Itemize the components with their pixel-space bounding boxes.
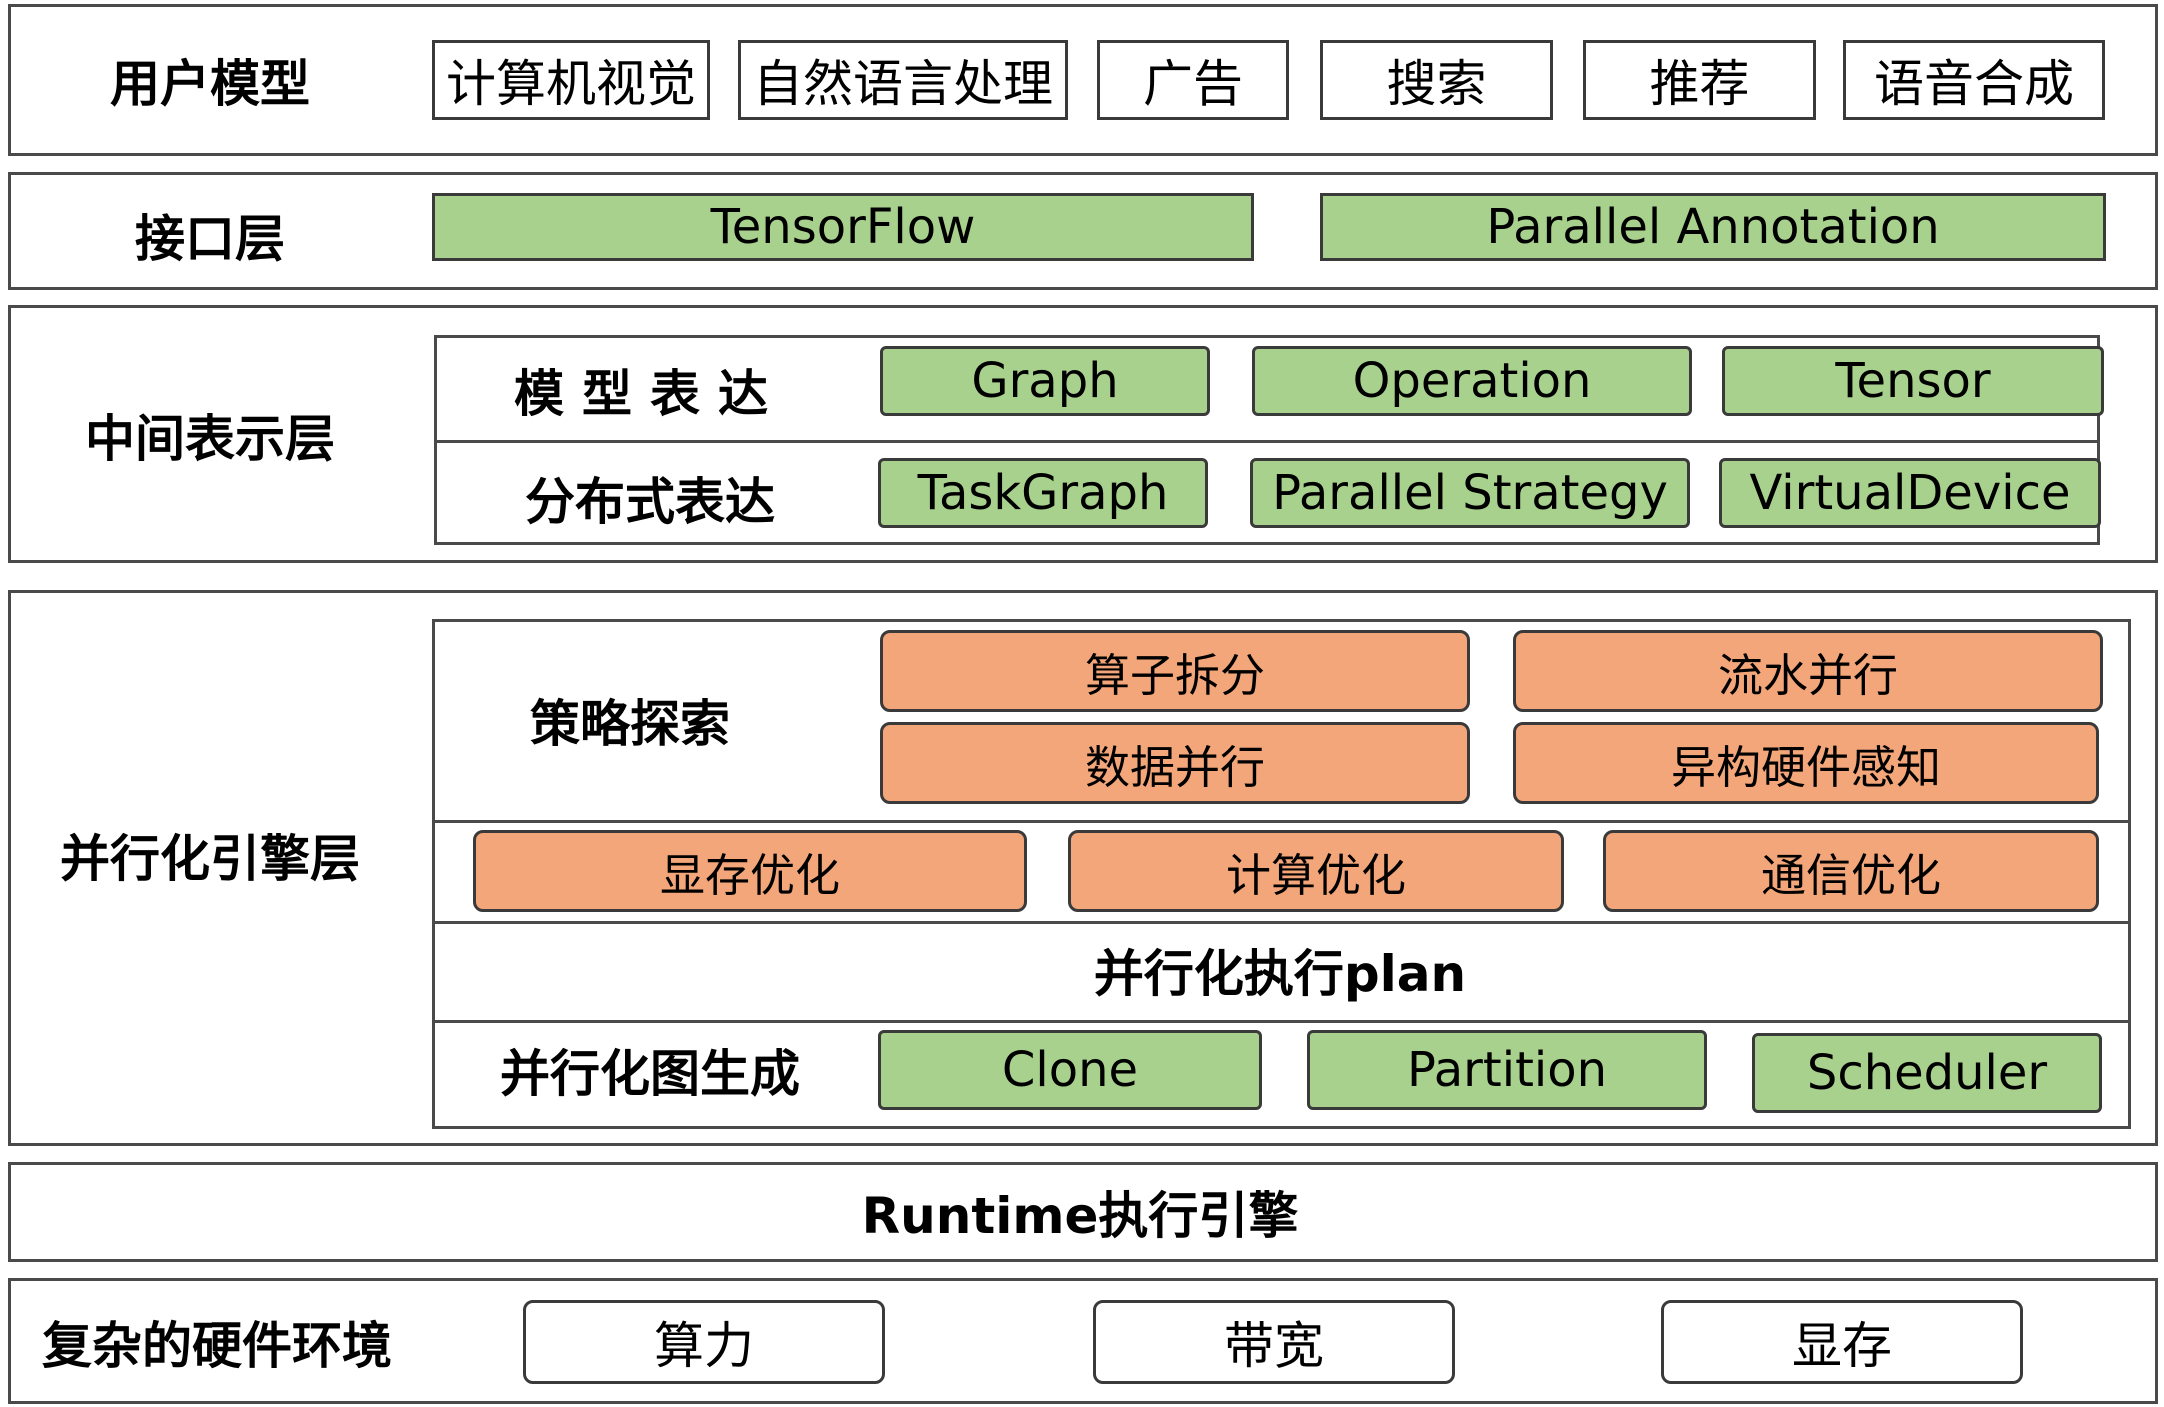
- graph-gen-item-partition: Partition: [1307, 1030, 1707, 1110]
- strategy-item-data-parallel: 数据并行: [880, 722, 1470, 804]
- optimization-item-communication: 通信优化: [1603, 830, 2099, 912]
- ir-divider: [434, 440, 2100, 443]
- runtime-layer: [8, 1162, 2158, 1262]
- hardware-title: 复杂的硬件环境: [42, 1317, 392, 1375]
- user-model-title: 用户模型: [110, 55, 310, 113]
- optimization-divider: [432, 921, 2131, 924]
- graph-gen-item-clone: Clone: [878, 1030, 1262, 1110]
- strategy-item-hetero-aware: 异构硬件感知: [1513, 722, 2099, 804]
- model-repr-item-tensor: Tensor: [1722, 346, 2104, 416]
- dist-repr-item-taskgraph: TaskGraph: [878, 458, 1208, 528]
- strategy-item-pipeline: 流水并行: [1513, 630, 2103, 712]
- strategy-label: 策略探索: [530, 695, 730, 753]
- user-model-item-search: 搜索: [1320, 40, 1553, 120]
- graph-gen-label: 并行化图生成: [500, 1045, 800, 1103]
- user-model-item-ads: 广告: [1097, 40, 1289, 120]
- dist-repr-item-virtualdevice: VirtualDevice: [1719, 458, 2101, 528]
- runtime-title: Runtime执行引擎: [861, 1187, 1299, 1245]
- graph-gen-item-scheduler: Scheduler: [1752, 1033, 2102, 1113]
- strategy-divider: [432, 820, 2131, 823]
- interface-item-tensorflow: TensorFlow: [432, 193, 1254, 261]
- model-repr-label: 模型表达: [514, 365, 786, 423]
- dist-repr-label: 分布式表达: [525, 473, 775, 531]
- parallel-engine-title: 并行化引擎层: [60, 830, 360, 888]
- hardware-item-compute: 算力: [523, 1300, 885, 1384]
- user-model-item-recommend: 推荐: [1583, 40, 1816, 120]
- hardware-item-bandwidth: 带宽: [1093, 1300, 1455, 1384]
- optimization-item-compute: 计算优化: [1068, 830, 1564, 912]
- model-repr-item-operation: Operation: [1252, 346, 1692, 416]
- model-repr-item-graph: Graph: [880, 346, 1210, 416]
- user-model-item-cv: 计算机视觉: [432, 40, 710, 120]
- interface-item-parallel-annotation: Parallel Annotation: [1320, 193, 2106, 261]
- strategy-item-op-split: 算子拆分: [880, 630, 1470, 712]
- ir-title: 中间表示层: [85, 410, 335, 468]
- user-model-item-tts: 语音合成: [1843, 40, 2105, 120]
- dist-repr-item-parallel-strategy: Parallel Strategy: [1250, 458, 1690, 528]
- user-model-item-nlp: 自然语言处理: [738, 40, 1068, 120]
- parallel-plan-label: 并行化执行plan: [1093, 945, 1467, 1003]
- optimization-item-memory: 显存优化: [473, 830, 1027, 912]
- interface-title: 接口层: [135, 210, 285, 268]
- plan-divider: [432, 1020, 2131, 1023]
- hardware-item-memory: 显存: [1661, 1300, 2023, 1384]
